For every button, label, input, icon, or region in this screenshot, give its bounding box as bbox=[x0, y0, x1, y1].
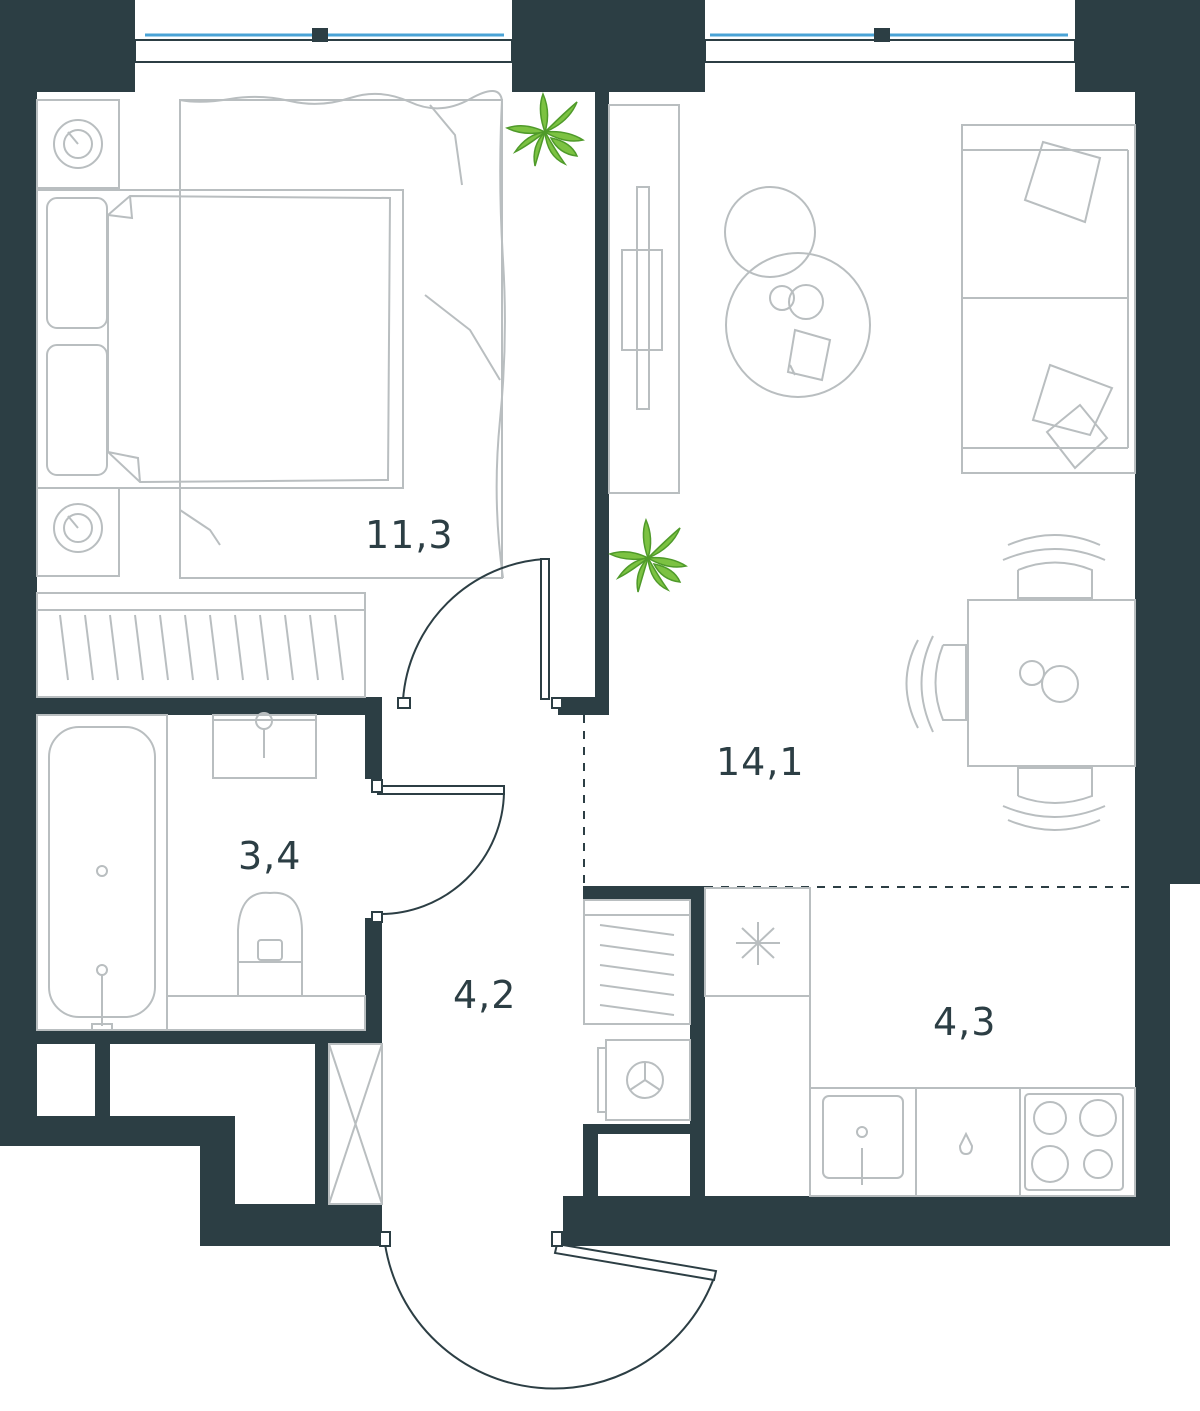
wall-lower-left-a bbox=[0, 1044, 37, 1124]
door-bathroom[interactable] bbox=[371, 779, 505, 923]
wall-bottom-right bbox=[563, 1196, 1170, 1246]
nightstand-bottom bbox=[36, 487, 120, 577]
bathtub-inner bbox=[48, 726, 156, 1018]
hall-wardrobe bbox=[583, 899, 691, 1025]
wall-bathroom-right-upper bbox=[365, 697, 382, 779]
wardrobe-hangers bbox=[59, 614, 344, 681]
kitchen-fixtures bbox=[704, 887, 1136, 1197]
wall-bottom-right-b bbox=[563, 1196, 583, 1234]
bathroom-fixtures bbox=[36, 712, 366, 1031]
chair-bottom bbox=[1002, 767, 1106, 831]
chair-top bbox=[1002, 534, 1106, 599]
wall-lower-left-e bbox=[200, 1204, 382, 1246]
vanity bbox=[212, 714, 317, 779]
nightstand-top bbox=[36, 99, 120, 189]
toilet bbox=[237, 891, 303, 963]
window-living bbox=[704, 39, 1076, 63]
plant-icon bbox=[608, 518, 688, 593]
wall-bathroom-right-lower bbox=[365, 918, 382, 1042]
wall-top-left-corner bbox=[0, 0, 135, 92]
wall-lower-left-b bbox=[95, 1044, 110, 1120]
bed-frame bbox=[36, 189, 404, 489]
kitchen-area-label: 4,3 bbox=[933, 1000, 997, 1044]
wall-closet-left bbox=[583, 1124, 598, 1196]
window-bedroom bbox=[134, 39, 513, 63]
chair-left bbox=[905, 635, 967, 733]
hall-closet-left bbox=[328, 1043, 383, 1205]
dishwasher-icon bbox=[958, 1131, 974, 1156]
pillow bbox=[46, 344, 108, 476]
doors bbox=[371, 558, 718, 1390]
bathroom-area-label: 3,4 bbox=[238, 834, 302, 878]
wall-lower-left-f bbox=[315, 1044, 329, 1204]
wall-right bbox=[1135, 92, 1200, 884]
windows bbox=[134, 28, 1076, 63]
bedroom-area-label: 11,3 bbox=[365, 513, 454, 557]
wall-closet-bottom bbox=[583, 1124, 705, 1134]
hall-area-label: 4,2 bbox=[453, 973, 517, 1017]
bed-blanket bbox=[107, 194, 392, 484]
lamp-icon bbox=[53, 119, 103, 169]
pillow bbox=[46, 197, 108, 329]
bathroom-shelf bbox=[166, 995, 366, 1031]
wall-lower-left-c bbox=[0, 1116, 235, 1146]
hall-fixtures bbox=[328, 899, 691, 1205]
boiler bbox=[605, 1039, 691, 1121]
living-area-label: 14,1 bbox=[716, 740, 805, 784]
wall-top-center bbox=[512, 0, 705, 92]
wall-bedroom-bottom bbox=[37, 697, 382, 715]
living-furniture bbox=[608, 104, 1136, 831]
cushion bbox=[1031, 363, 1114, 437]
wall-living-hall-corner bbox=[583, 886, 705, 900]
side-table bbox=[724, 186, 816, 278]
wardrobe bbox=[36, 592, 366, 698]
kitchen-counter bbox=[809, 1087, 1136, 1197]
door-bedroom[interactable] bbox=[397, 558, 563, 709]
wall-top-right-corner bbox=[1075, 0, 1200, 92]
plant-icon bbox=[505, 92, 585, 167]
zone-lines bbox=[583, 715, 1135, 888]
wall-partition-stub bbox=[558, 697, 609, 715]
dining-table bbox=[967, 599, 1136, 767]
bedroom-furniture bbox=[36, 90, 506, 698]
cushion bbox=[1045, 403, 1109, 470]
tv-stand bbox=[608, 104, 680, 494]
wall-right-lower bbox=[1135, 884, 1170, 1246]
rug bbox=[179, 90, 506, 579]
walls bbox=[0, 0, 1200, 1246]
wall-bathroom-bottom bbox=[37, 1030, 382, 1044]
wall-kitchen-left bbox=[690, 888, 705, 1196]
door-entrance[interactable] bbox=[379, 1231, 718, 1390]
cooktop bbox=[1024, 1093, 1124, 1191]
tv bbox=[636, 186, 650, 410]
lamp-icon bbox=[53, 503, 103, 553]
wall-left bbox=[0, 92, 37, 1124]
coffee-table bbox=[725, 252, 871, 398]
wall-partition-bedroom-living bbox=[595, 92, 609, 704]
cushion bbox=[1023, 140, 1102, 224]
